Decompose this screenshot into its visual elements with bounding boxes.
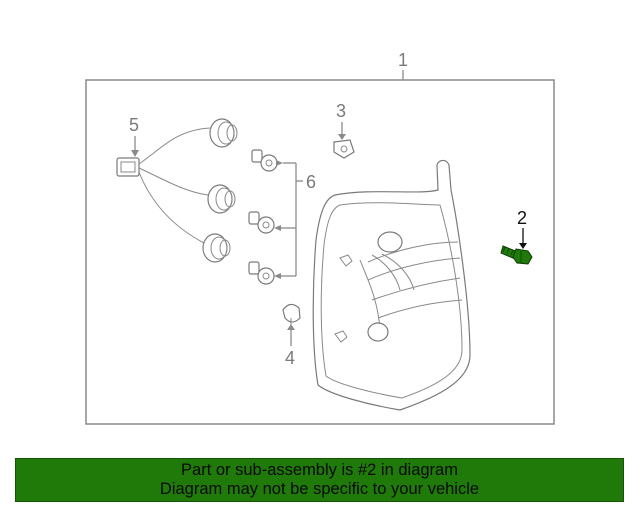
- callout-4: 4: [285, 348, 295, 368]
- callout-5: 5: [129, 115, 139, 135]
- clip-part-3: [333, 139, 355, 159]
- banner-line-1: Part or sub-assembly is #2 in diagram: [181, 461, 458, 479]
- wire-harness-part-5: [116, 118, 238, 263]
- callout-1: 1: [398, 50, 408, 70]
- bulbs-part-6: [248, 149, 278, 285]
- bolt-part-2[interactable]: [500, 245, 533, 265]
- callout-3: 3: [336, 101, 346, 121]
- banner-line-2: Diagram may not be specific to your vehi…: [159, 480, 480, 498]
- tail-lamp-assembly-part-1: [312, 159, 471, 411]
- callout-2: 2: [517, 208, 527, 228]
- info-banner: Part or sub-assembly is #2 in diagram Di…: [15, 458, 624, 502]
- callout-6: 6: [306, 172, 316, 192]
- parts-diagram: 1 5: [85, 50, 555, 425]
